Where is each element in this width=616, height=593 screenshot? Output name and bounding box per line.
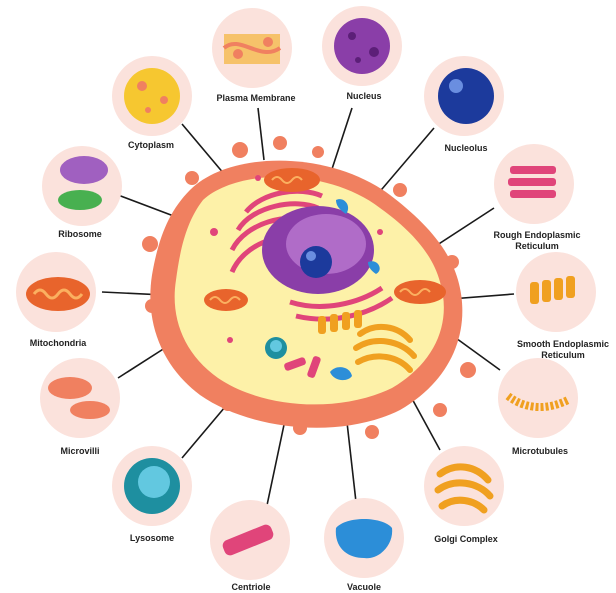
vacuole-icon — [324, 498, 404, 578]
label-nucleolus: Nucleolus — [430, 143, 502, 154]
lysosome-icon — [112, 446, 192, 526]
microvilli-icon — [40, 358, 120, 438]
plasma-membrane-icon — [212, 8, 292, 88]
cell-nucleolus — [300, 246, 332, 278]
mitochondria-icon — [16, 252, 96, 332]
cytoplasm-icon — [112, 56, 192, 136]
label-nucleus: Nucleus — [332, 91, 396, 102]
golgi-icon — [424, 446, 504, 526]
label-rough-er-line1: Rough Endoplasmic — [486, 230, 588, 241]
label-mitochondria: Mitochondria — [16, 338, 100, 349]
label-smooth-er: Smooth Endoplasmic Reticulum — [510, 339, 616, 361]
label-ribosome: Ribosome — [44, 229, 116, 240]
centriole-icon — [210, 500, 290, 580]
microtubules-icon — [498, 358, 578, 438]
label-rough-er-line2: Reticulum — [486, 241, 588, 252]
smooth-er-icon — [516, 252, 596, 332]
cell — [142, 136, 476, 439]
label-golgi: Golgi Complex — [424, 534, 508, 545]
label-centriole: Centriole — [216, 582, 286, 593]
label-plasma-membrane: Plasma Membrane — [208, 93, 304, 104]
label-cytoplasm: Cytoplasm — [116, 140, 186, 151]
label-vacuole: Vacuole — [332, 582, 396, 593]
nucleolus-icon — [424, 56, 504, 136]
label-lysosome: Lysosome — [118, 533, 186, 544]
label-smooth-er-line2: Reticulum — [510, 350, 616, 361]
label-microvilli: Microvilli — [48, 446, 112, 457]
label-microtubules: Microtubules — [500, 446, 580, 457]
nucleus-icon — [322, 6, 402, 86]
rough-er-icon — [494, 144, 574, 224]
ribosome-icon — [42, 146, 122, 226]
label-smooth-er-line1: Smooth Endoplasmic — [510, 339, 616, 350]
label-rough-er: Rough Endoplasmic Reticulum — [486, 230, 588, 252]
